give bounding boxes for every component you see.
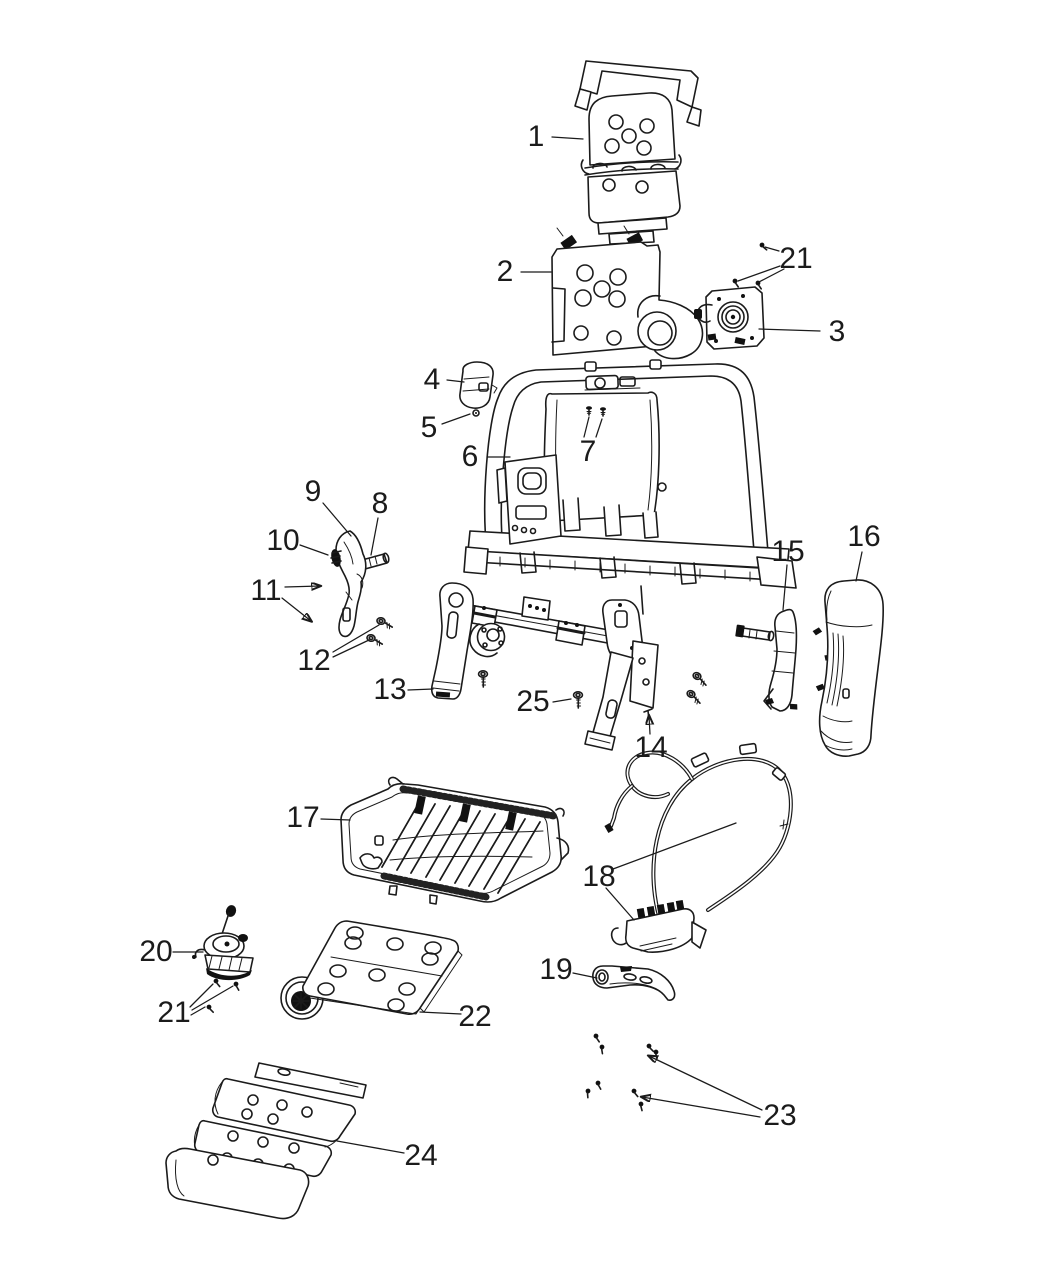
- leader-line-3: [758, 328, 821, 332]
- leader-line-15: [782, 564, 788, 611]
- leader-line-1: [551, 136, 584, 140]
- part-5-screw: [472, 409, 480, 417]
- leader-line-25: [552, 698, 572, 703]
- part-21-screws-top: [731, 240, 769, 291]
- part-17-seat-cushion-pan: [340, 776, 570, 905]
- part-16-seat-side-shield: [818, 579, 884, 757]
- part-10-retainer-clip: [330, 549, 342, 567]
- leader-line-23: [649, 1056, 763, 1111]
- leader-line-22: [419, 1011, 462, 1015]
- leader-line-8: [370, 517, 379, 556]
- leader-line-10: [299, 544, 329, 556]
- leader-line-9: [322, 502, 352, 537]
- leader-line-13: [407, 688, 434, 691]
- part-6-seatback-frame: [463, 359, 797, 589]
- leader-line-11: [284, 586, 320, 587]
- part-9-recliner-side-cover: [335, 530, 367, 638]
- leader-line-11: [281, 597, 311, 621]
- part-14-pin-screw: [643, 708, 653, 720]
- leader-line-21: [756, 268, 785, 284]
- part-4-headrest-guide-sleeve: [459, 361, 498, 409]
- leader-line-21: [191, 985, 234, 1011]
- leader-line-21: [190, 1006, 206, 1016]
- part-18-wiring-harness: [604, 742, 793, 953]
- bolts-right-of-adjuster: [683, 670, 711, 706]
- leader-line-5: [441, 413, 471, 425]
- part-13-seat-adjuster: [430, 582, 659, 751]
- leader-lines: [172, 136, 863, 1154]
- leader-line-24: [336, 1140, 405, 1154]
- part-25-screw: [572, 690, 584, 709]
- part-24-cushion-pad-stack: [165, 1062, 367, 1220]
- leader-line-14: [649, 716, 650, 735]
- part-12-screws: [365, 616, 395, 648]
- leader-line-12: [332, 639, 370, 658]
- part-22-cushion-tilt-plate: [280, 920, 463, 1020]
- part-23-screws: [583, 1032, 660, 1112]
- leader-line-21: [737, 265, 781, 282]
- part-2-seatback-panel-blower: [551, 225, 704, 360]
- leader-line-19: [572, 972, 598, 979]
- part-15-recliner-inner-shield: [735, 608, 834, 712]
- leader-line-7: [583, 416, 590, 438]
- leader-line-7: [595, 418, 603, 438]
- leader-line-4: [446, 379, 465, 383]
- leader-line-23: [642, 1097, 761, 1118]
- leader-line-12: [332, 624, 380, 653]
- part-3-recline-motor: [694, 286, 765, 350]
- part-1-headrest-support-bracket: [574, 60, 702, 245]
- leader-line-17: [320, 818, 351, 821]
- leader-line-21: [189, 983, 214, 1008]
- leader-line-16: [855, 551, 863, 582]
- part-21-screws-bottom: [205, 977, 241, 1015]
- leader-line-18: [605, 887, 635, 921]
- leader-line-21: [764, 246, 780, 252]
- leader-line-18: [612, 822, 737, 870]
- part-20-height-adjust-motor: [192, 905, 254, 981]
- part-19-release-handle: [592, 965, 676, 1001]
